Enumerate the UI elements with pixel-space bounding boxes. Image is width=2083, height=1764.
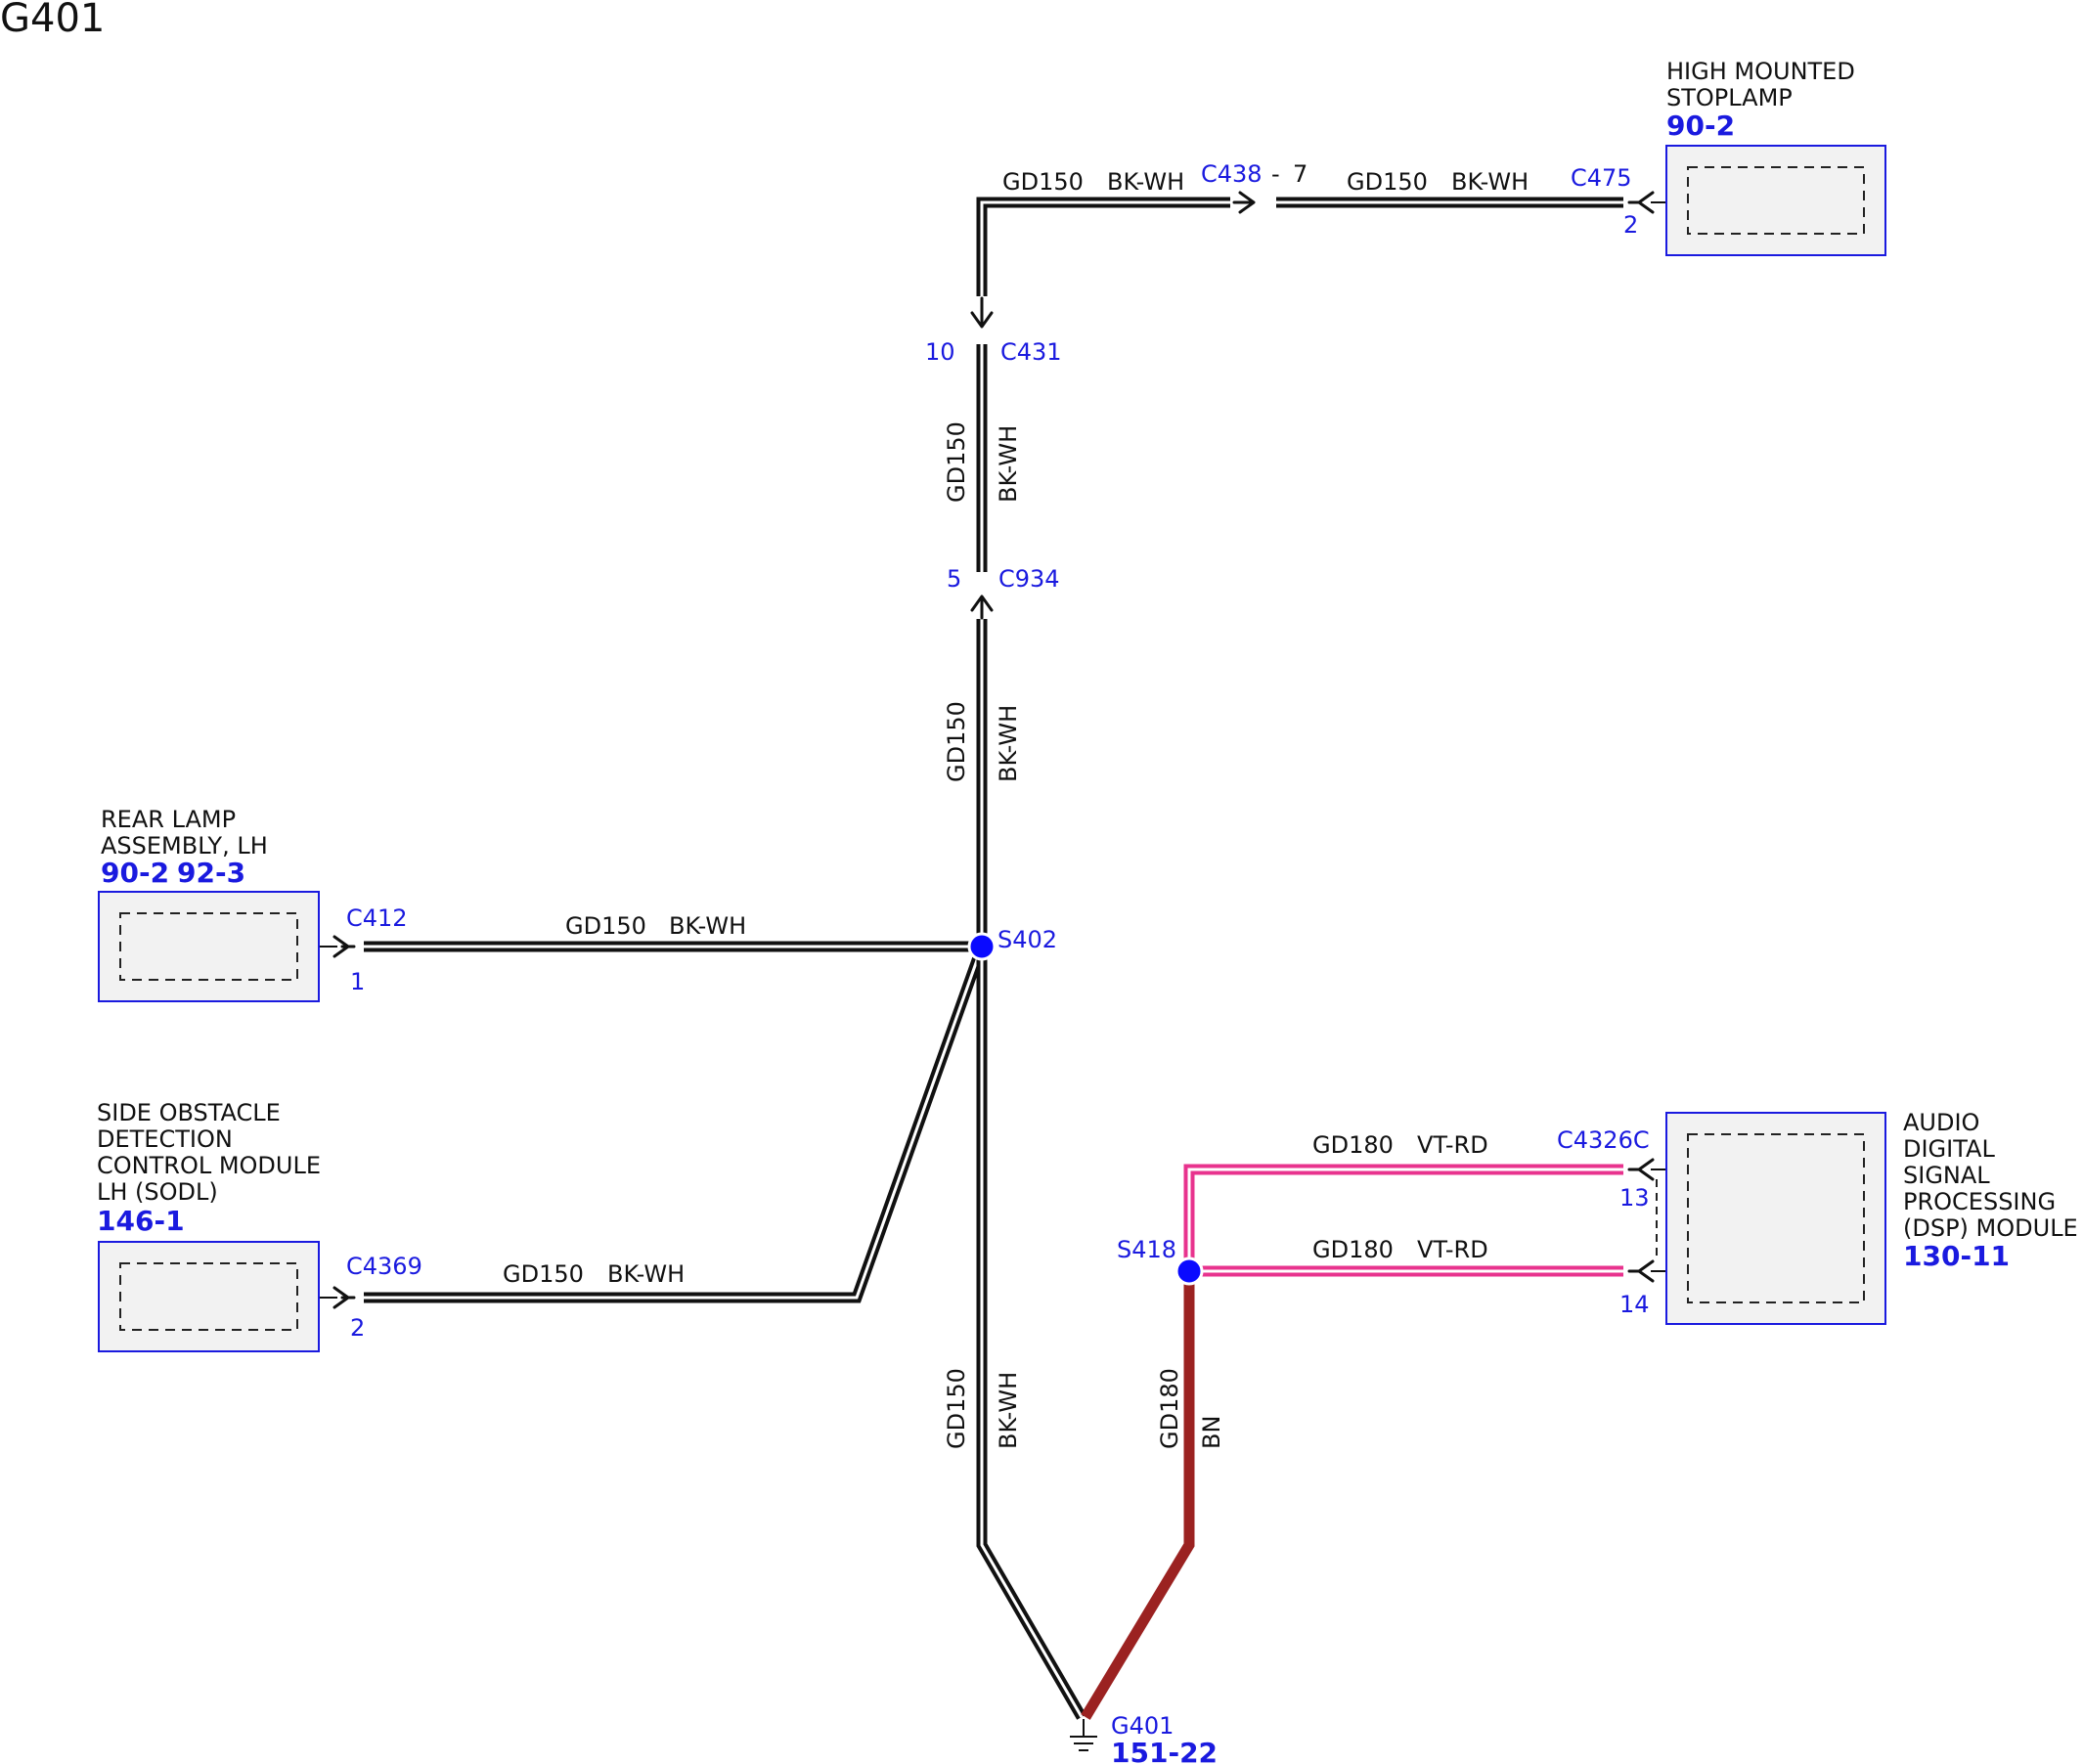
wire-label-vert-middle-color: BK-WH (995, 705, 1022, 782)
c4326c-pin14-connector-mark (1627, 1259, 1655, 1283)
dsp-name: AUDIO DIGITAL SIGNAL PROCESSING (DSP) MO… (1903, 1109, 2078, 1242)
c431-connector-mark (970, 296, 994, 329)
rear-lamp-ref-link-2[interactable]: 92-3 (177, 857, 245, 889)
wire-label-dsp-top-circuit: GD180 (1312, 1131, 1394, 1159)
wire-label-vert-middle-circuit: GD150 (943, 701, 970, 782)
connector-c412-pin: 1 (350, 968, 365, 995)
wire-label-dsp-top-color: VT-RD (1417, 1131, 1488, 1159)
ground-g401-ref-link[interactable]: 151-22 (1111, 1737, 1218, 1764)
wire-bn-to-ground (1081, 1271, 1195, 1720)
c412-connector-mark (332, 935, 356, 958)
connector-c438-pin: 7 (1293, 160, 1307, 188)
connector-c934-pin: 5 (947, 565, 961, 593)
c934-connector-mark (970, 595, 994, 620)
wire-label-rear-lamp-circuit: GD150 (565, 912, 646, 940)
splice-s402 (967, 932, 997, 961)
connector-c438-separator: - (1271, 160, 1280, 188)
wire-label-sodl-color: BK-WH (607, 1260, 685, 1288)
wire-label-sodl-circuit: GD150 (503, 1260, 584, 1288)
wire-label-vert-lower-circuit: GD150 (943, 1368, 970, 1449)
connector-c4369-label[interactable]: C4369 (346, 1253, 422, 1280)
wire-label-dsp-bottom-circuit: GD180 (1312, 1236, 1394, 1263)
wire-vt-rd-dsp-top (1183, 1164, 1623, 1271)
stoplamp-ref-link[interactable]: 90-2 (1666, 110, 1735, 142)
wire-bk-wh-top-left (976, 197, 1230, 296)
high-mounted-stoplamp-box (1665, 145, 1886, 256)
wire-bk-wh-to-ground (976, 947, 1086, 1720)
wire-label-rear-lamp-color: BK-WH (669, 912, 746, 940)
splice-s402-label[interactable]: S402 (997, 926, 1057, 953)
wire-label-top-left-circuit: GD150 (1002, 168, 1084, 196)
connector-c475-label[interactable]: C475 (1571, 164, 1632, 192)
ground-g401-label[interactable]: G401 (1111, 1712, 1174, 1740)
sodl-ref-link[interactable]: 146-1 (97, 1205, 185, 1237)
rear-lamp-assembly-box (98, 891, 320, 1002)
wire-label-vert-upper-color: BK-WH (995, 425, 1022, 503)
sodl-module-box (98, 1241, 320, 1352)
splice-s418 (1174, 1257, 1204, 1286)
connector-c4326c-label[interactable]: C4326C (1557, 1126, 1650, 1154)
connector-c4326c-pin-14: 14 (1619, 1291, 1650, 1318)
wire-label-vert-lower-color: BK-WH (995, 1372, 1022, 1449)
splice-s418-label[interactable]: S418 (1117, 1236, 1176, 1263)
page-title: G401 (0, 0, 105, 41)
wire-label-bn-circuit: GD180 (1156, 1368, 1183, 1449)
wire-label-vert-upper-circuit: GD150 (943, 421, 970, 503)
rear-lamp-name: REAR LAMP ASSEMBLY, LH (101, 806, 268, 860)
stoplamp-name: HIGH MOUNTED STOPLAMP (1666, 58, 1862, 111)
wire-label-top-right-color: BK-WH (1451, 168, 1529, 196)
c438-connector-mark (1232, 191, 1256, 214)
wire-bk-wh-sodl (364, 945, 988, 1303)
connector-c475-pin: 2 (1623, 211, 1638, 239)
rear-lamp-ref-link-1[interactable]: 90-2 (101, 857, 169, 889)
wire-label-top-right-circuit: GD150 (1347, 168, 1428, 196)
connector-c412-label[interactable]: C412 (346, 904, 408, 932)
dsp-ref-link[interactable]: 130-11 (1903, 1240, 2010, 1272)
c475-connector-mark (1627, 191, 1655, 214)
wire-label-bn-color: BN (1198, 1416, 1225, 1449)
connector-c4326c-pin-13: 13 (1619, 1184, 1650, 1212)
ground-symbol-icon (1070, 1719, 1097, 1751)
sodl-name: SIDE OBSTACLE DETECTION CONTROL MODULE L… (97, 1099, 329, 1206)
c4369-connector-mark (332, 1286, 356, 1309)
connector-c431-label[interactable]: C431 (1000, 338, 1062, 366)
connector-c4369-pin: 2 (350, 1314, 365, 1342)
wire-label-dsp-bottom-color: VT-RD (1417, 1236, 1488, 1263)
connector-c934-label[interactable]: C934 (998, 565, 1060, 593)
dsp-module-box (1665, 1112, 1886, 1325)
wire-label-top-left-color: BK-WH (1107, 168, 1184, 196)
connector-c438-label[interactable]: C438 (1201, 160, 1263, 188)
connector-c431-pin: 10 (925, 338, 955, 366)
c4326c-pin13-connector-mark (1627, 1158, 1655, 1181)
